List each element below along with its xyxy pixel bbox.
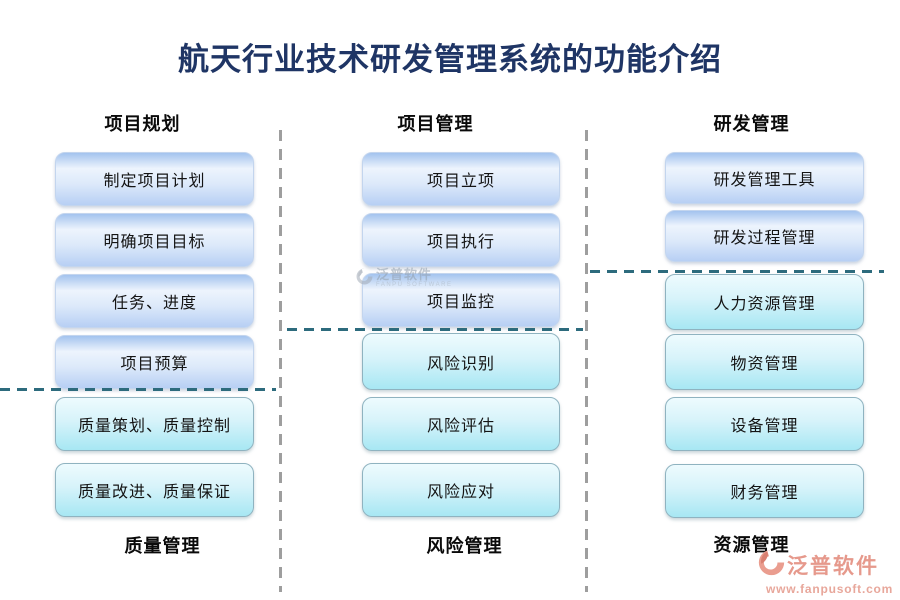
feature-box-equipment-management: 设备管理 bbox=[665, 397, 864, 451]
group-header-quality-management: 质量管理 bbox=[124, 536, 201, 556]
fanpu-brand-block: 泛普软件 www.fanpusoft.com bbox=[758, 549, 893, 596]
feature-box-rd-tools: 研发管理工具 bbox=[665, 152, 864, 204]
feature-box-quality-improve-assure: 质量改进、质量保证 bbox=[55, 463, 254, 517]
brand-name: 泛普软件 bbox=[787, 555, 879, 578]
group-header-risk-management: 风险管理 bbox=[426, 536, 503, 556]
feature-box-project-budget: 项目预算 bbox=[55, 335, 254, 389]
feature-box-finance-management: 财务管理 bbox=[665, 464, 864, 518]
feature-box-project-monitoring: 项目监控 bbox=[362, 273, 560, 327]
fanpu-logo-icon bbox=[758, 549, 785, 581]
feature-box-risk-identification: 风险识别 bbox=[362, 333, 560, 390]
feature-box-make-project-plan: 制定项目计划 bbox=[55, 152, 254, 206]
feature-box-clarify-goals: 明确项目目标 bbox=[55, 213, 254, 267]
feature-box-project-execution: 项目执行 bbox=[362, 213, 560, 267]
feature-box-rd-process: 研发过程管理 bbox=[665, 210, 864, 262]
feature-box-material-management: 物资管理 bbox=[665, 334, 864, 390]
feature-box-risk-assessment: 风险评估 bbox=[362, 397, 560, 451]
feature-box-tasks-progress: 任务、进度 bbox=[55, 274, 254, 328]
group-header-project-management: 项目管理 bbox=[397, 114, 474, 134]
group-divider-col1 bbox=[0, 388, 276, 391]
group-header-rd-management: 研发管理 bbox=[713, 114, 790, 134]
group-divider-col3 bbox=[590, 270, 884, 273]
page-title: 航天行业技术研发管理系统的功能介绍 bbox=[178, 42, 722, 77]
brand-url: www.fanpusoft.com bbox=[766, 582, 894, 596]
group-header-project-planning: 项目规划 bbox=[104, 114, 181, 134]
column-divider-2 bbox=[585, 130, 588, 592]
feature-box-hr-management: 人力资源管理 bbox=[665, 274, 864, 330]
feature-box-risk-response: 风险应对 bbox=[362, 463, 560, 517]
group-divider-col2 bbox=[287, 328, 583, 331]
column-divider-1 bbox=[279, 130, 282, 592]
feature-box-project-initiation: 项目立项 bbox=[362, 152, 560, 206]
feature-box-quality-planning-control: 质量策划、质量控制 bbox=[55, 397, 254, 451]
